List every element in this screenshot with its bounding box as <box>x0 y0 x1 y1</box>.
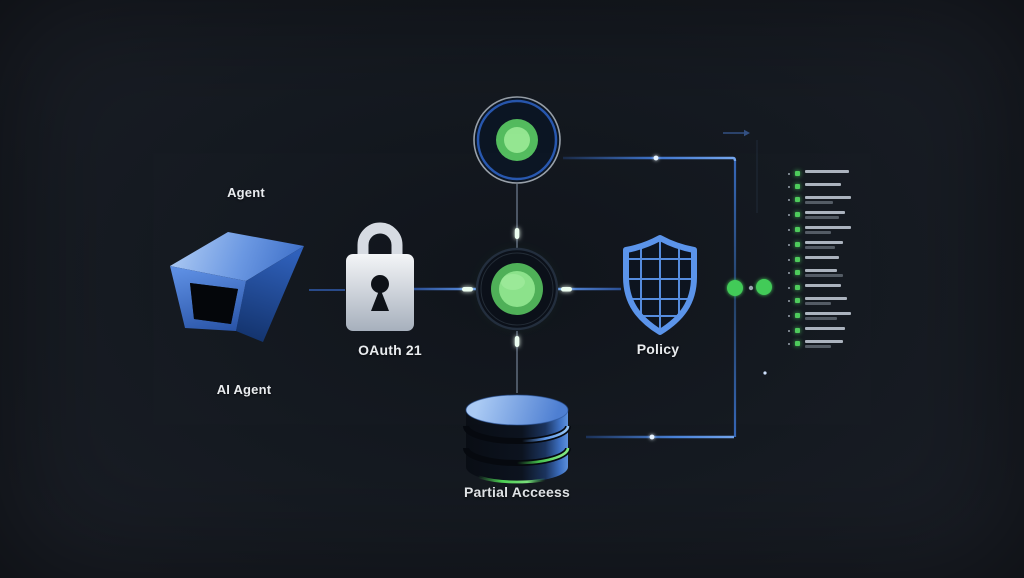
policy-label: Policy <box>636 341 680 357</box>
log-dot-icon <box>788 287 790 289</box>
arrow-icon <box>744 129 750 137</box>
log-item <box>788 256 851 262</box>
log-marker-icon <box>795 257 800 262</box>
connector-authnode-tokennode <box>514 184 520 248</box>
log-marker-icon <box>795 171 800 176</box>
log-item <box>788 327 851 333</box>
log-text <box>805 170 849 173</box>
log-marker-icon <box>795 285 800 290</box>
log-item <box>788 183 851 189</box>
connector-authnode-shield <box>556 287 621 292</box>
log-marker-icon <box>795 328 800 333</box>
log-text <box>805 327 845 330</box>
log-marker-icon <box>795 212 800 217</box>
log-dot-icon <box>788 259 790 261</box>
log-item <box>788 312 851 320</box>
log-text <box>805 297 847 305</box>
ai-agent-label: AI Agent <box>216 382 272 397</box>
log-dot-icon <box>788 186 790 188</box>
log-item <box>788 226 851 234</box>
vertical-bus-line-2 <box>756 184 772 375</box>
log-item <box>788 196 851 204</box>
lock-icon <box>346 222 414 331</box>
vertical-bus-line-1 <box>727 161 743 437</box>
log-item <box>788 340 851 348</box>
database-icon <box>463 394 571 484</box>
connector-lock-authnode <box>414 287 477 292</box>
pulse-tick-icon <box>462 287 473 292</box>
log-dot-icon <box>788 330 790 332</box>
agent-label-top: Agent <box>227 185 265 200</box>
log-dot-icon <box>788 343 790 345</box>
pulse-tick-icon <box>561 287 572 292</box>
log-text <box>805 211 845 219</box>
log-text <box>805 183 841 186</box>
log-text <box>805 241 843 249</box>
log-item <box>788 241 851 249</box>
top-right-arrow-line <box>723 129 758 213</box>
log-dot-icon <box>788 229 790 231</box>
log-item <box>788 269 851 277</box>
log-item <box>788 211 851 219</box>
connector-database-right <box>586 434 734 440</box>
log-dot-icon <box>788 272 790 274</box>
connector-tokennode-right <box>563 155 737 162</box>
log-marker-icon <box>795 313 800 318</box>
log-marker-icon <box>795 341 800 346</box>
log-item <box>788 284 851 290</box>
log-dot-icon <box>788 300 790 302</box>
status-dot-green-1 <box>727 280 743 296</box>
partial-access-label: Partial Acceess <box>464 484 570 500</box>
log-item <box>788 170 851 176</box>
log-dot-icon <box>788 315 790 317</box>
log-text <box>805 340 843 348</box>
event-list <box>788 170 851 348</box>
status-dot-green-2 <box>756 279 772 295</box>
log-text <box>805 226 851 234</box>
log-dot-icon <box>788 199 790 201</box>
line-cap-dot <box>763 371 767 375</box>
pulse-tick-icon <box>514 336 520 347</box>
auth-node-icon <box>475 247 559 331</box>
log-marker-icon <box>795 227 800 232</box>
log-marker-icon <box>795 184 800 189</box>
log-text <box>805 284 841 287</box>
connector-authnode-database <box>514 331 520 393</box>
log-marker-icon <box>795 197 800 202</box>
packet-dot-icon <box>653 155 659 161</box>
log-marker-icon <box>795 270 800 275</box>
log-dot-icon <box>788 244 790 246</box>
pulse-tick-icon <box>514 228 520 239</box>
log-marker-icon <box>795 242 800 247</box>
oauth-label: OAuth 21 <box>358 342 422 358</box>
status-dot-gray <box>748 285 754 291</box>
log-item <box>788 297 851 305</box>
ai-agent-box-icon <box>170 232 304 342</box>
token-node-icon <box>473 96 561 184</box>
log-dot-icon <box>788 214 790 216</box>
log-text <box>805 256 839 259</box>
log-text <box>805 196 851 204</box>
log-dot-icon <box>788 173 790 175</box>
log-marker-icon <box>795 298 800 303</box>
log-text <box>805 312 851 320</box>
log-text <box>805 269 843 277</box>
shield-icon <box>623 235 697 335</box>
packet-dot-icon <box>649 434 655 440</box>
